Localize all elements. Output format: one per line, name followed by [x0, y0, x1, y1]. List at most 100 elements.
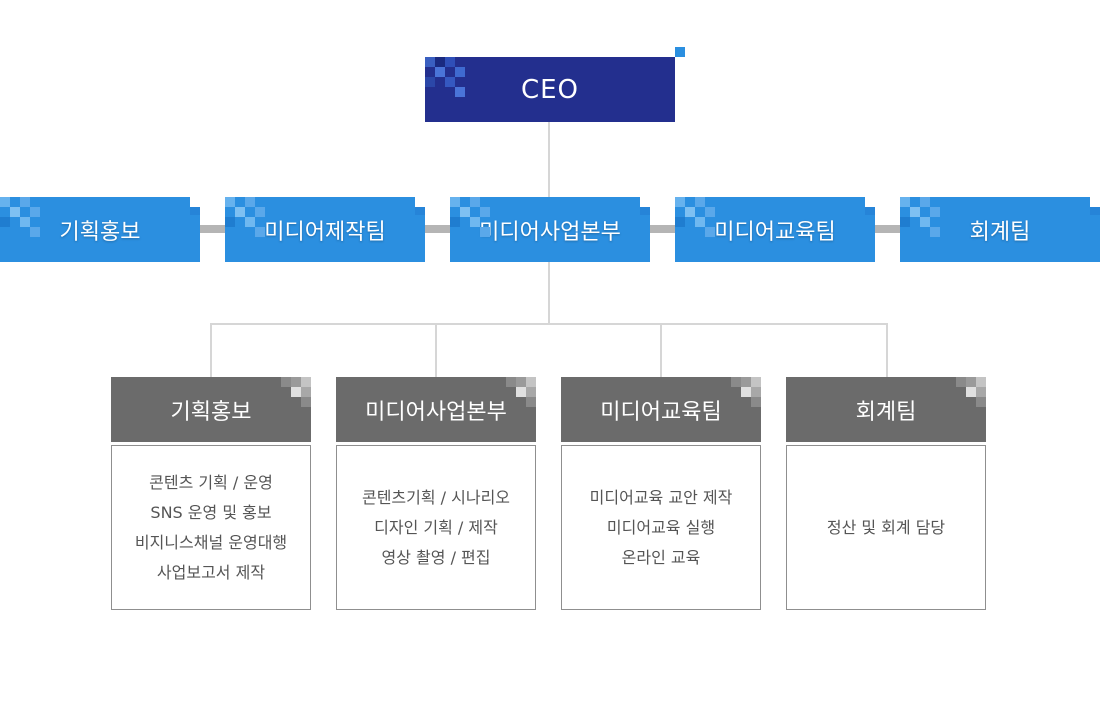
- dept-drop-1: [210, 323, 212, 377]
- dept-duties-planning-pr: 콘텐츠 기획 / 운영 SNS 운영 및 홍보 비지니스채널 운영대행 사업보고…: [111, 445, 311, 610]
- mosaic-pixel: [930, 207, 940, 217]
- mosaic-pixel: [291, 377, 301, 387]
- mosaic-pixel: [900, 197, 910, 207]
- team-box-media-production: 미디어제작팀: [225, 197, 425, 262]
- duty-item: 콘텐츠기획 / 시나리오: [361, 487, 511, 507]
- ceo-label: CEO: [520, 74, 580, 105]
- duty-item: 영상 촬영 / 편집: [381, 547, 491, 567]
- mosaic-pixel: [291, 387, 301, 397]
- teams-to-departments-connector: [548, 262, 550, 324]
- corner-notch: [1090, 197, 1100, 207]
- mosaic-pixel: [976, 387, 986, 397]
- mosaic-pixel: [235, 207, 245, 217]
- mosaic-pixel: [675, 217, 685, 227]
- mosaic-pixel: [966, 377, 976, 387]
- mosaic-pixel: [751, 397, 761, 407]
- mosaic-pixel: [225, 197, 235, 207]
- mosaic-pixel: [255, 227, 265, 237]
- mosaic-pixel: [526, 387, 536, 397]
- corner-notch: [415, 197, 425, 207]
- corner-notch-shade: [865, 207, 875, 215]
- team-label: 기획홍보: [59, 219, 141, 245]
- corner-notch: [865, 197, 875, 207]
- dept-duties-media-business: 콘텐츠기획 / 시나리오 디자인 기획 / 제작 영상 촬영 / 편집: [336, 445, 536, 610]
- mosaic-pixel: [956, 377, 966, 387]
- corner-notch: [190, 197, 200, 207]
- mosaic-pixel: [20, 217, 30, 227]
- dept-box-accounting: 회계팀: [786, 377, 986, 442]
- mosaic-pixel: [480, 227, 490, 237]
- mosaic-pixel: [245, 197, 255, 207]
- mosaic-pixel: [460, 207, 470, 217]
- corner-notch-shade: [415, 207, 425, 215]
- mosaic-pixel: [526, 397, 536, 407]
- mosaic-pixel: [281, 377, 291, 387]
- mosaic-pixel: [435, 57, 445, 67]
- dept-drop-2: [435, 323, 437, 377]
- ceo-to-teams-connector: [548, 122, 550, 197]
- mosaic-pixel: [450, 217, 460, 227]
- mosaic-pixel: [976, 397, 986, 407]
- dept-box-planning-pr: 기획홍보: [111, 377, 311, 442]
- team-link-4: [875, 225, 900, 233]
- dept-duties-accounting: 정산 및 회계 담당: [786, 445, 986, 610]
- mosaic-pixel: [470, 197, 480, 207]
- mosaic-pixel: [470, 217, 480, 227]
- duty-item: 콘텐츠 기획 / 운영: [149, 472, 273, 492]
- team-box-media-education: 미디어교육팀: [675, 197, 875, 262]
- dept-box-media-business: 미디어사업본부: [336, 377, 536, 442]
- mosaic-pixel: [301, 377, 311, 387]
- ceo-box: CEO: [425, 57, 675, 122]
- team-box-planning-pr: 기획홍보: [0, 197, 200, 262]
- duty-item: 미디어교육 교안 제작: [589, 487, 733, 507]
- dept-duties-media-education: 미디어교육 교안 제작 미디어교육 실행 온라인 교육: [561, 445, 761, 610]
- mosaic-pixel: [705, 207, 715, 217]
- team-label: 미디어사업본부: [479, 219, 621, 245]
- departments-bus-connector: [210, 323, 888, 325]
- duty-item: 온라인 교육: [621, 547, 701, 567]
- team-link-1: [200, 225, 225, 233]
- corner-notch-shade: [190, 207, 200, 215]
- mosaic-pixel: [695, 217, 705, 227]
- dept-label: 회계팀: [855, 399, 917, 425]
- mosaic-pixel: [20, 197, 30, 207]
- mosaic-pixel: [255, 207, 265, 217]
- mosaic-pixel: [425, 57, 435, 67]
- dept-drop-4: [886, 323, 888, 377]
- mosaic-pixel: [900, 217, 910, 227]
- mosaic-pixel: [455, 87, 465, 97]
- mosaic-pixel: [705, 227, 715, 237]
- corner-notch-shade: [1090, 207, 1100, 215]
- mosaic-pixel: [480, 207, 490, 217]
- mosaic-pixel: [425, 77, 435, 87]
- mosaic-pixel: [526, 377, 536, 387]
- duty-item: 비지니스채널 운영대행: [134, 532, 288, 552]
- team-box-accounting: 회계팀: [900, 197, 1100, 262]
- corner-notch-shade: [640, 207, 650, 215]
- mosaic-pixel: [966, 387, 976, 397]
- mosaic-pixel: [685, 207, 695, 217]
- team-label: 회계팀: [969, 219, 1031, 245]
- duty-item: 정산 및 회계 담당: [826, 517, 946, 537]
- dept-label: 기획홍보: [170, 399, 252, 425]
- duty-item: 사업보고서 제작: [156, 562, 266, 582]
- mosaic-pixel: [225, 217, 235, 227]
- mosaic-pixel: [435, 67, 445, 77]
- duty-item: SNS 운영 및 홍보: [150, 502, 272, 522]
- mosaic-pixel: [920, 197, 930, 207]
- mosaic-pixel: [516, 377, 526, 387]
- mosaic-pixel: [976, 377, 986, 387]
- mosaic-pixel: [445, 57, 455, 67]
- mosaic-pixel: [751, 377, 761, 387]
- mosaic-pixel: [731, 377, 741, 387]
- mosaic-pixel: [445, 77, 455, 87]
- team-label: 미디어교육팀: [714, 219, 836, 245]
- mosaic-pixel: [910, 207, 920, 217]
- duty-item: 미디어교육 실행: [606, 517, 716, 537]
- mosaic-pixel: [301, 387, 311, 397]
- ceo-accent-square: [675, 47, 685, 57]
- mosaic-pixel: [920, 217, 930, 227]
- mosaic-pixel: [301, 397, 311, 407]
- mosaic-pixel: [245, 217, 255, 227]
- mosaic-pixel: [455, 67, 465, 77]
